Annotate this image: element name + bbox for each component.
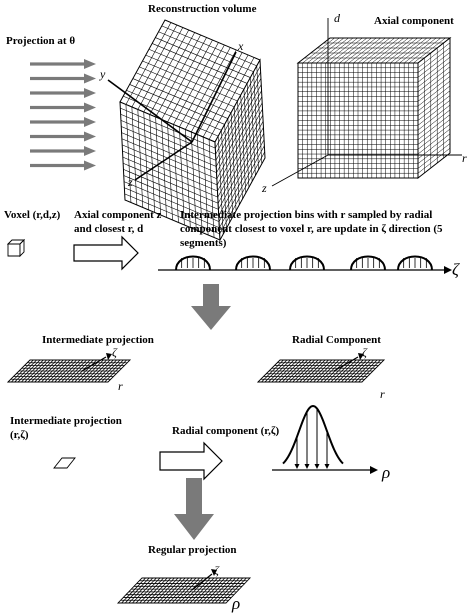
rz-coords-label: (r,ζ)	[10, 429, 29, 441]
rho-axis-arrowhead	[370, 466, 378, 474]
r-axis-label-axial: r	[462, 151, 467, 165]
gray-down-arrow-1	[191, 284, 231, 330]
r-label-plane1: r	[118, 379, 123, 393]
z-axis-label-axial: z	[261, 181, 267, 195]
reconstruction-cube	[107, 19, 266, 242]
x-axis-label: x	[237, 39, 244, 53]
zeta-label-plane2: ζ	[362, 345, 368, 359]
x-axis-line	[191, 51, 237, 143]
rho-label-plane3: ρ	[231, 594, 240, 613]
small-pixel-icon	[53, 457, 76, 469]
radial-gaussian-plot	[272, 404, 378, 474]
y-axis-label: y	[99, 67, 106, 81]
axial-component-cube	[271, 18, 462, 187]
regular-projection-plane	[116, 569, 252, 604]
axial-component-title: Axial component	[374, 15, 454, 27]
intermediate-projection-title: Intermediate projection	[42, 334, 154, 346]
radial-component-rz-label: Radial component (r,ζ)	[172, 425, 279, 437]
y-axis-line	[107, 79, 193, 143]
desc-line-2: component closest to voxel r, are update…	[180, 223, 443, 235]
reconstruction-volume-title: Reconstruction volume	[148, 3, 257, 15]
z-axis-line-axial	[271, 154, 329, 187]
hollow-arrow-2	[159, 441, 223, 481]
desc-line-3: segments)	[180, 237, 227, 249]
axial-line-2: and closest r, d	[74, 223, 143, 235]
zeta-label-plane1: ζ	[112, 345, 118, 359]
gaussian-curve	[282, 404, 344, 465]
r-label-plane2: r	[380, 387, 385, 401]
projection-at-theta-label: Projection at θ	[6, 35, 75, 47]
axial-line-1: Axial component z	[74, 209, 162, 221]
zeta-axis-arrowhead	[444, 266, 452, 274]
zeta-segments	[175, 255, 433, 271]
voxel-label: Voxel (r,d,z)	[4, 209, 61, 221]
gaussian-sample-arrows	[294, 408, 330, 469]
intermediate-projection-plane	[6, 353, 132, 383]
radial-component-title: Radial Component	[292, 334, 381, 346]
voxel-cube-icon	[6, 238, 26, 258]
rho-axis-label-mid: ρ	[381, 463, 390, 482]
zeta-axis-label-mid: ζ	[452, 260, 460, 279]
z-axis-line	[134, 141, 193, 181]
d-axis-label: d	[334, 11, 341, 25]
projection-rays	[30, 59, 96, 171]
radial-component-plane	[256, 353, 386, 383]
hollow-arrow-1	[73, 235, 139, 271]
desc-line-1: Intermediate projection bins with r samp…	[180, 209, 432, 221]
regular-projection-title: Regular projection	[148, 544, 237, 556]
z-axis-label-left: z	[127, 175, 133, 189]
intermediate-projection-rz-title: Intermediate projection	[10, 415, 122, 427]
gray-down-arrow-2	[174, 478, 214, 540]
zeta-label-plane3: ζ	[214, 563, 220, 577]
